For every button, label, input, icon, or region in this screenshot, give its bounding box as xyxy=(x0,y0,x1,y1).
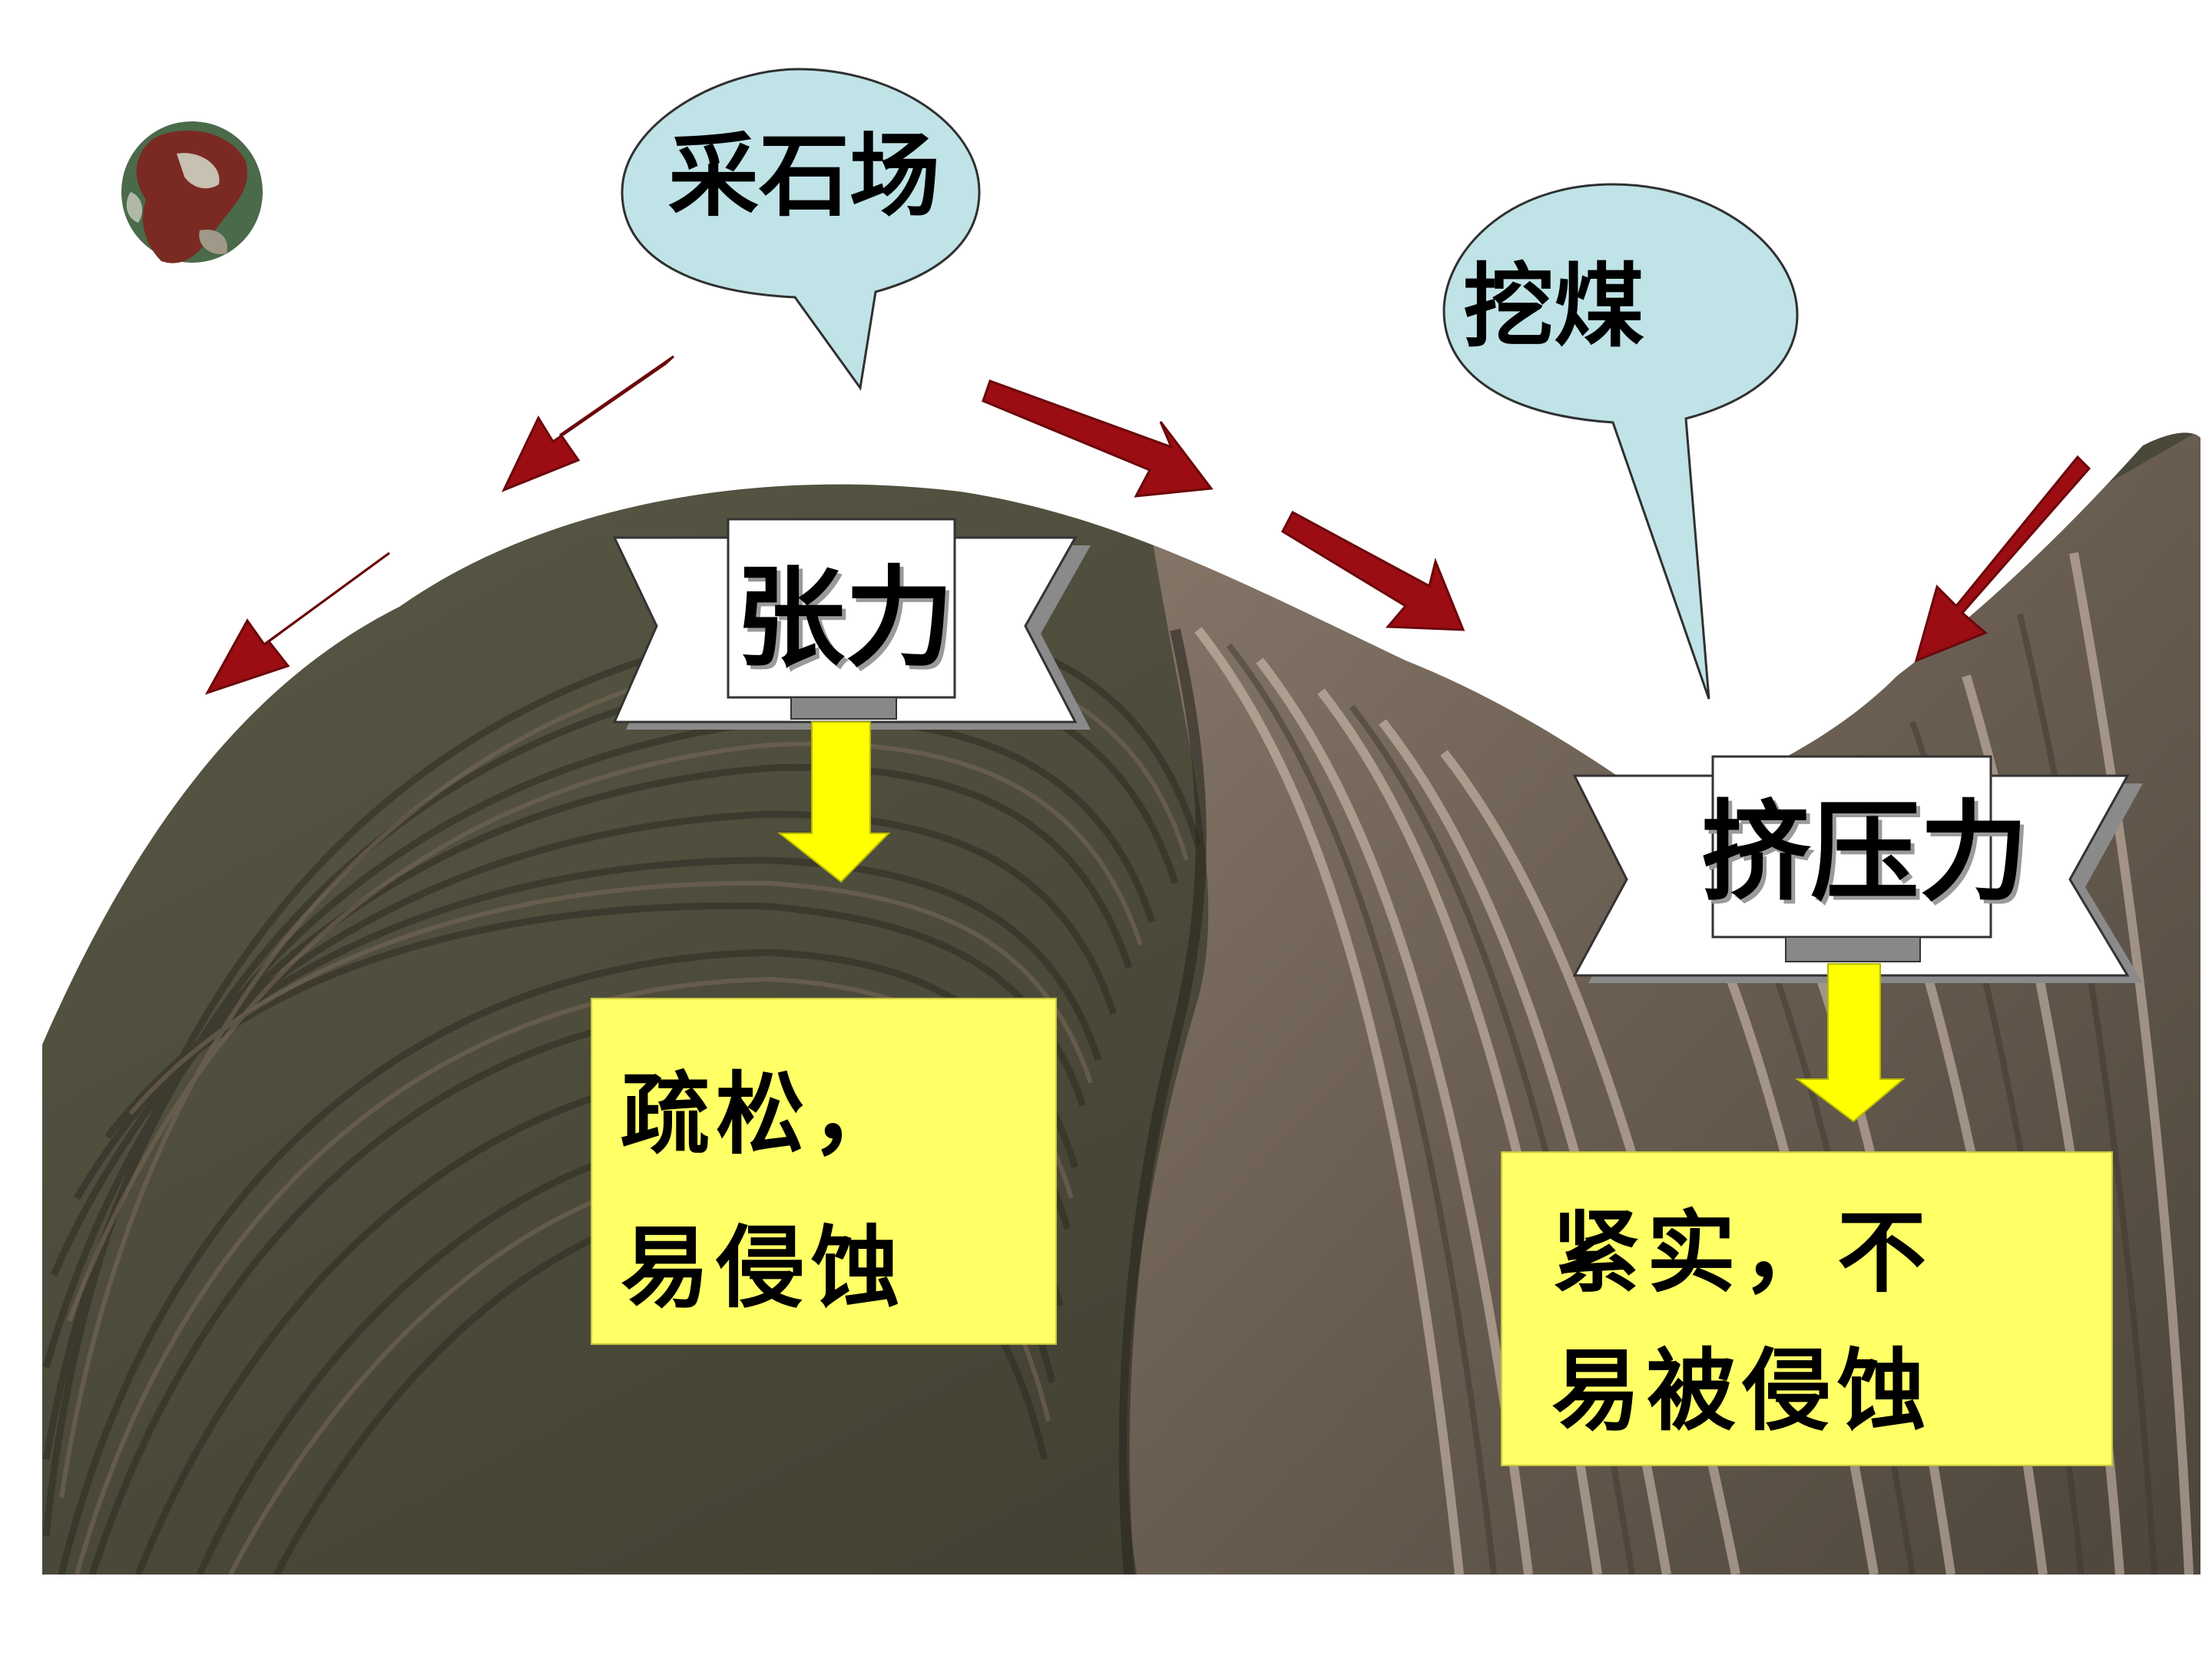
banner-compression xyxy=(1572,755,2143,983)
result-compact-line1: 紧实，不 xyxy=(1551,1201,1932,1305)
red-arrow-3 xyxy=(982,379,1214,498)
red-arrow-2 xyxy=(204,551,390,695)
result-box-compact xyxy=(1501,1151,2113,1466)
result-box-loose xyxy=(591,998,1057,1345)
callout-coal xyxy=(1442,183,1799,700)
banner-tension xyxy=(612,518,1091,730)
yellow-arrow-left xyxy=(777,721,891,883)
red-arrow-1 xyxy=(501,355,675,492)
callout-quarry xyxy=(621,68,981,391)
result-loose-line2: 易侵蚀 xyxy=(621,1217,906,1320)
red-arrow-4 xyxy=(1281,510,1465,631)
callout-coal-label: 挖煤 xyxy=(1463,253,1645,359)
result-loose-line1: 疏松， xyxy=(621,1063,906,1167)
banner-tension-label: 张力 xyxy=(736,555,954,682)
banner-compression-label: 挤压力 xyxy=(1701,790,2028,916)
yellow-arrow-right xyxy=(1795,963,1906,1123)
callout-quarry-label: 采石场 xyxy=(668,123,941,229)
red-arrows xyxy=(204,355,2091,695)
result-compact-line2: 易被侵蚀 xyxy=(1551,1339,1932,1443)
globe-icon xyxy=(121,121,263,263)
red-arrow-5 xyxy=(1914,455,2091,663)
